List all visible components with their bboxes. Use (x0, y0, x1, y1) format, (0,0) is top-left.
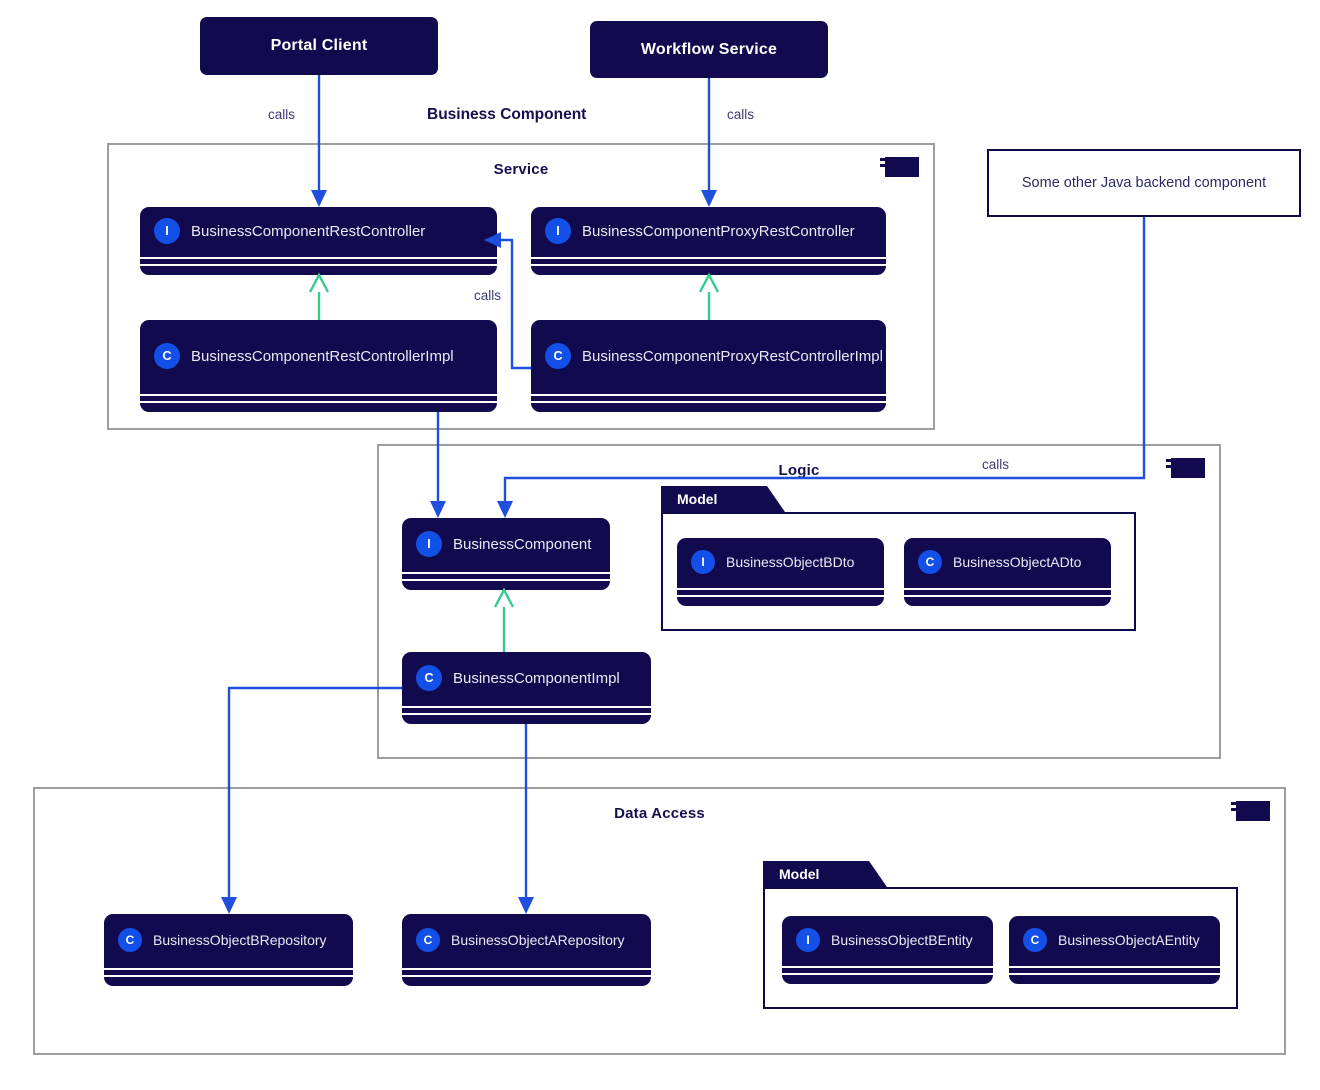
class-header: I BusinessComponent (402, 518, 610, 570)
class-badge-icon: C (918, 550, 942, 574)
package-badge-icon-data-access (1231, 801, 1270, 821)
class-name: BusinessObjectBEntity (831, 932, 973, 948)
compartment-divider (782, 966, 993, 968)
class-header: C BusinessObjectADto (904, 538, 1111, 586)
compartment-divider (904, 595, 1111, 597)
class-header: I BusinessComponentRestController (140, 207, 497, 255)
edge-label-workflow-calls: calls (727, 107, 755, 122)
class-business-component-proxy-rest-controller-impl[interactable]: C BusinessComponentProxyRestControllerIm… (531, 320, 886, 412)
compartment-divider (782, 973, 993, 975)
actor-portal-client-label: Portal Client (270, 37, 368, 54)
interface-badge-icon: I (154, 218, 180, 244)
class-name: BusinessComponent (453, 535, 592, 553)
class-header: C BusinessObjectBRepository (104, 914, 353, 966)
class-header: C BusinessObjectAEntity (1009, 916, 1220, 964)
class-badge-icon: C (154, 343, 180, 369)
interface-badge-icon: I (796, 928, 820, 952)
compartment-divider (677, 588, 884, 590)
external-java-backend-component-label: Some other Java backend component (1021, 175, 1267, 191)
class-business-object-b-dto[interactable]: I BusinessObjectBDto (677, 538, 884, 606)
class-name: BusinessComponentProxyRestControllerImpl (582, 347, 883, 365)
class-header: C BusinessObjectARepository (402, 914, 651, 966)
class-header: I BusinessObjectBDto (677, 538, 884, 586)
class-header: C BusinessComponentProxyRestControllerIm… (531, 320, 886, 392)
class-header: I BusinessComponentProxyRestController (531, 207, 886, 255)
compartment-divider (104, 968, 353, 970)
compartment-divider (140, 264, 497, 266)
package-tab-logic-model: Model (661, 486, 785, 512)
compartment-divider (140, 401, 497, 403)
layer-title-data-access: Data Access (614, 805, 705, 822)
class-business-object-a-repository[interactable]: C BusinessObjectARepository (402, 914, 651, 986)
package-badge-icon-service (880, 157, 919, 177)
class-business-component-proxy-rest-controller[interactable]: I BusinessComponentProxyRestController (531, 207, 886, 275)
class-name: BusinessComponentProxyRestController (582, 222, 855, 240)
class-name: BusinessComponentRestController (191, 222, 426, 240)
diagram-title: Business Component (427, 106, 587, 123)
compartment-divider (402, 968, 651, 970)
class-header: C BusinessComponentRestControllerImpl (140, 320, 497, 392)
compartment-divider (677, 595, 884, 597)
class-business-object-b-repository[interactable]: C BusinessObjectBRepository (104, 914, 353, 986)
compartment-divider (531, 394, 886, 396)
class-business-object-a-dto[interactable]: C BusinessObjectADto (904, 538, 1111, 606)
compartment-divider (402, 572, 610, 574)
class-business-component[interactable]: I BusinessComponent (402, 518, 610, 590)
class-business-object-a-entity[interactable]: C BusinessObjectAEntity (1009, 916, 1220, 984)
edge-label-external-calls: calls (982, 457, 1010, 472)
interface-badge-icon: I (545, 218, 571, 244)
class-badge-icon: C (416, 665, 442, 691)
class-name: BusinessObjectAEntity (1058, 932, 1200, 948)
class-header: C BusinessComponentImpl (402, 652, 651, 704)
actor-workflow-service[interactable]: Workflow Service (590, 21, 828, 78)
compartment-divider (1009, 966, 1220, 968)
interface-badge-icon: I (416, 531, 442, 557)
compartment-divider (402, 713, 651, 715)
edge-label-proxy-impl-calls: calls (474, 288, 502, 303)
compartment-divider (402, 975, 651, 977)
edge-label-portal-calls: calls (268, 107, 296, 122)
package-badge-icon-logic (1166, 458, 1205, 478)
class-name: BusinessComponentImpl (453, 669, 620, 687)
compartment-divider (104, 975, 353, 977)
compartment-divider (904, 588, 1111, 590)
compartment-divider (402, 579, 610, 581)
class-badge-icon: C (118, 928, 142, 952)
compartment-divider (1009, 973, 1220, 975)
compartment-divider (531, 401, 886, 403)
compartment-divider (140, 257, 497, 259)
class-badge-icon: C (1023, 928, 1047, 952)
class-badge-icon: C (416, 928, 440, 952)
compartment-divider (402, 706, 651, 708)
compartment-divider (531, 264, 886, 266)
class-name: BusinessComponentRestControllerImpl (191, 347, 454, 365)
actor-workflow-service-label: Workflow Service (640, 40, 778, 58)
package-tab-data-access-model: Model (763, 861, 887, 887)
layer-title-logic: Logic (778, 462, 820, 479)
actor-portal-client[interactable]: Portal Client (200, 17, 438, 75)
interface-badge-icon: I (691, 550, 715, 574)
layer-title-service: Service (493, 161, 549, 178)
external-java-backend-component[interactable]: Some other Java backend component (987, 149, 1301, 217)
class-business-component-impl[interactable]: C BusinessComponentImpl (402, 652, 651, 724)
class-business-object-b-entity[interactable]: I BusinessObjectBEntity (782, 916, 993, 984)
class-name: BusinessObjectBDto (726, 554, 855, 570)
class-business-component-rest-controller-impl[interactable]: C BusinessComponentRestControllerImpl (140, 320, 497, 412)
class-badge-icon: C (545, 343, 571, 369)
class-name: BusinessObjectBRepository (153, 932, 327, 948)
class-name: BusinessObjectADto (953, 554, 1082, 570)
class-business-component-rest-controller[interactable]: I BusinessComponentRestController (140, 207, 497, 275)
class-name: BusinessObjectARepository (451, 932, 625, 948)
class-header: I BusinessObjectBEntity (782, 916, 993, 964)
compartment-divider (140, 394, 497, 396)
compartment-divider (531, 257, 886, 259)
